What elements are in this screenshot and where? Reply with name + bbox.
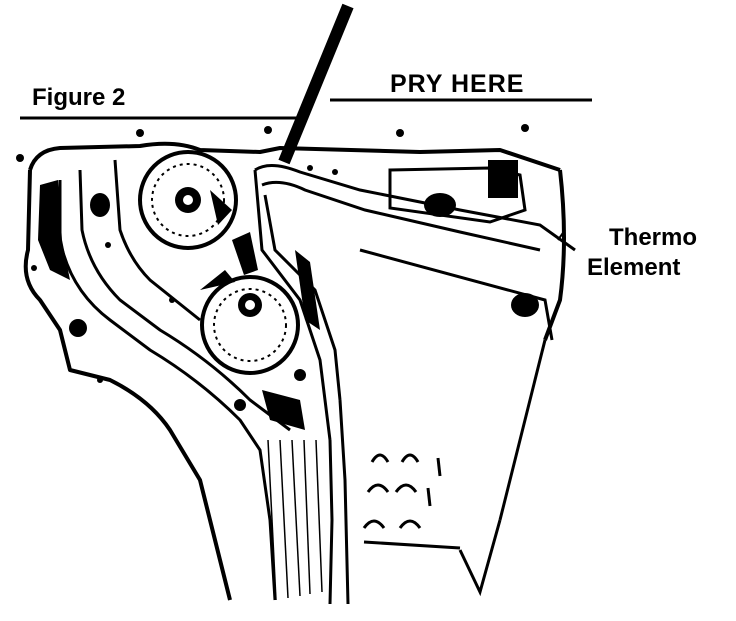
separator-plate bbox=[253, 164, 576, 441]
lower-gear bbox=[200, 270, 300, 375]
channel-walls bbox=[58, 159, 350, 605]
lower-channel-texture bbox=[267, 439, 323, 601]
thermo-element-callout-line2: Element bbox=[587, 254, 681, 281]
figure-title: Figure 2 bbox=[32, 84, 126, 111]
bolt-holes bbox=[16, 124, 529, 411]
pry-tool bbox=[278, 3, 354, 165]
upper-gear bbox=[138, 150, 238, 250]
thermo-element-housing bbox=[388, 160, 566, 317]
check-valve-symbols bbox=[362, 339, 547, 597]
dark-pockets bbox=[38, 180, 320, 430]
thermo-element-body bbox=[488, 160, 518, 198]
thermo-element-callout-line1: Thermo bbox=[609, 224, 698, 251]
pry-here-callout: PRY HERE bbox=[390, 70, 525, 98]
